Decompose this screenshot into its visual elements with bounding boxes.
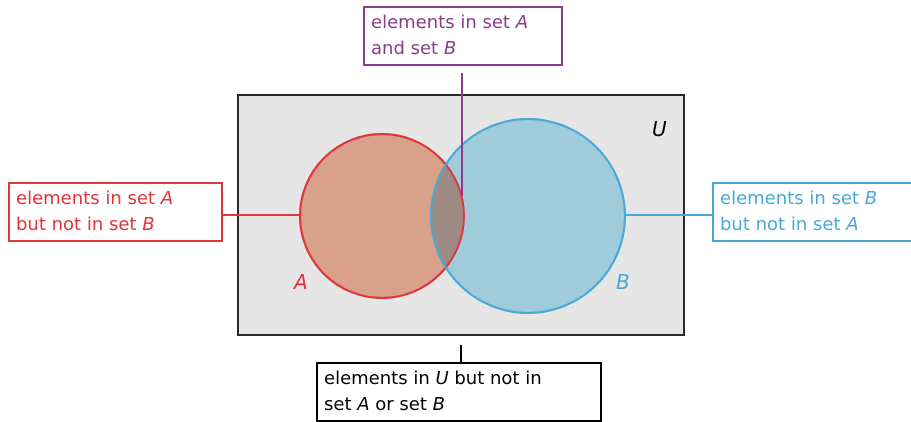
intersection-label-line-1: elements in set A — [371, 12, 529, 33]
b-only-label-line-2: but not in set A — [720, 214, 859, 235]
intersection-label-line-2: and set B — [371, 38, 457, 59]
a-only-label-line-2: but not in set B — [16, 214, 155, 235]
b-only-label-line-1: elements in set B — [720, 188, 878, 209]
b-only-label: elements in set B but not in set A — [712, 182, 911, 242]
a-only-label-line-1: elements in set A — [16, 188, 174, 209]
set-a-outline — [299, 133, 465, 299]
outside-label-line-2: set A or set B — [324, 394, 446, 415]
a-only-label: elements in set A but not in set B — [8, 182, 223, 242]
set-b-outline — [430, 118, 626, 314]
outside-label: elements in U but not in set A or set B — [316, 362, 602, 422]
outside-label-line-1: elements in U but not in — [324, 368, 542, 389]
set-a-label: A — [294, 270, 308, 294]
intersection-label: elements in set A and set B — [363, 6, 563, 66]
set-b-label: B — [616, 270, 630, 294]
universe-label: U — [652, 117, 667, 141]
